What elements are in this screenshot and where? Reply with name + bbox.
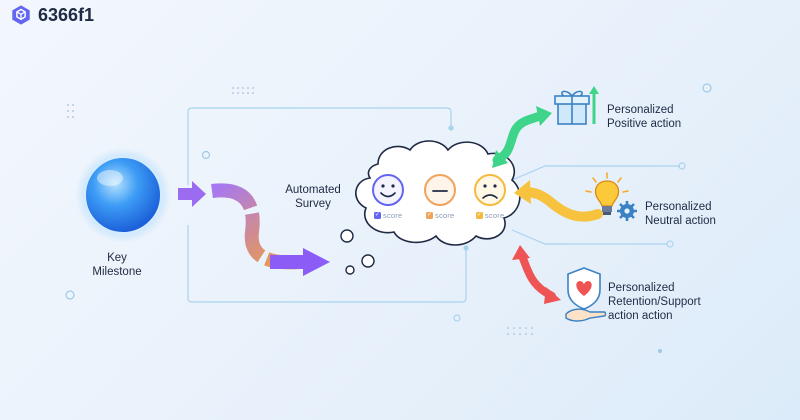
key-milestone-orb <box>75 147 171 243</box>
connector-lines <box>187 107 686 322</box>
score-badge: ✓ score <box>476 211 505 220</box>
gift-box-icon <box>554 86 599 125</box>
neutral-arrow <box>514 180 603 222</box>
heart-shield-hand-icon <box>565 267 607 322</box>
smiley-face-icon <box>372 174 404 206</box>
thought-bubbles <box>340 229 375 275</box>
automated-survey-label: Automated Survey <box>285 184 341 210</box>
check-icon: ✓ <box>476 212 483 219</box>
check-icon: ✓ <box>374 212 381 219</box>
score-badge: ✓ score <box>374 211 403 220</box>
positive-arrow <box>492 106 552 168</box>
flow-arrow-main <box>211 183 330 276</box>
brand-name: 6366f1 <box>38 4 95 25</box>
check-icon: ✓ <box>426 212 433 219</box>
decorative-dots <box>67 87 533 335</box>
sad-face-icon <box>474 174 506 206</box>
score-badge: ✓ score <box>426 211 455 220</box>
retention-action-label: Personalized Retention/Support action ac… <box>608 282 701 322</box>
lightbulb-gear-icon <box>585 172 637 221</box>
hexagon-cube-icon <box>12 5 30 25</box>
neutral-action-label: Personalized Neutral action <box>645 201 716 227</box>
brand-logo: 6366f1 <box>10 4 94 26</box>
flow-arrow-small <box>178 181 206 207</box>
neutral-face-icon <box>424 174 456 206</box>
retention-arrow <box>512 245 561 304</box>
decorative-rings <box>65 83 712 354</box>
key-milestone-label: Key Milestone <box>92 252 142 278</box>
positive-action-label: Personalized Positive action <box>607 104 682 130</box>
